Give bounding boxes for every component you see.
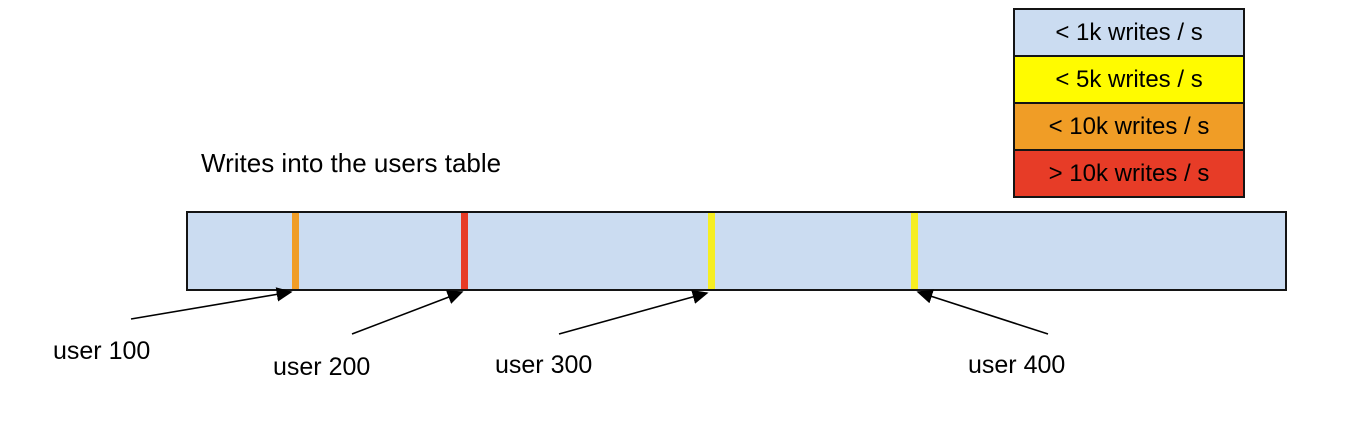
user-label: user 200 xyxy=(273,353,371,381)
legend-item-label: < 10k writes / s xyxy=(1048,112,1210,140)
legend-item: < 5k writes / s xyxy=(1013,55,1245,104)
legend-item: < 1k writes / s xyxy=(1013,8,1245,57)
write-hotspot-stripe-user-200 xyxy=(461,213,468,289)
diagram-title: Writes into the users table xyxy=(201,148,502,178)
write-rate-legend: < 1k writes / s < 5k writes / s < 10k writ… xyxy=(1013,8,1245,198)
callout-arrow xyxy=(916,289,1049,335)
write-hotspot-stripe-user-100 xyxy=(292,213,299,289)
callout-arrow xyxy=(558,289,709,335)
callout-arrow xyxy=(130,287,293,320)
legend-item-label: < 5k writes / s xyxy=(1055,65,1203,93)
legend-item: < 10k writes / s xyxy=(1013,102,1245,151)
write-hotspot-stripe-user-300 xyxy=(708,213,715,289)
legend-item-label: > 10k writes / s xyxy=(1048,159,1210,187)
user-label: user 400 xyxy=(968,351,1066,379)
user-label: user 300 xyxy=(495,351,593,379)
legend-item-label: < 1k writes / s xyxy=(1055,18,1203,46)
legend-item: > 10k writes / s xyxy=(1013,149,1245,198)
users-table-bar xyxy=(186,211,1287,291)
callout-arrow xyxy=(351,290,464,335)
user-label: user 100 xyxy=(53,337,151,365)
write-hotspot-stripe-user-400 xyxy=(911,213,918,289)
